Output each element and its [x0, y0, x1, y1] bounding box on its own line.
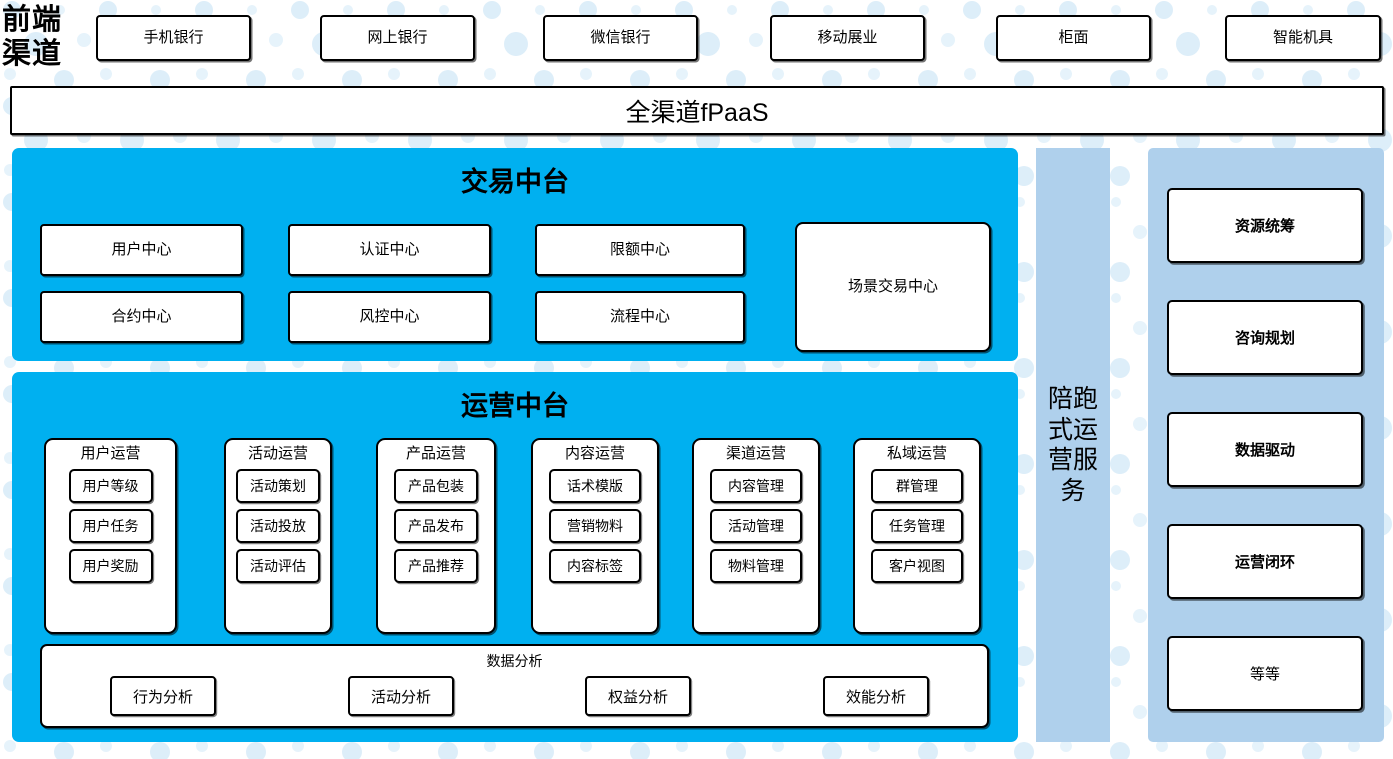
- trade-box-riskcontrol-center[interactable]: 风控中心: [288, 291, 491, 343]
- right-item-operation-closed-loop[interactable]: 运营闭环: [1167, 524, 1363, 599]
- trade-box-contract-center[interactable]: 合约中心: [40, 291, 243, 343]
- trade-box-scene-transaction-center[interactable]: 场景交易中心: [795, 222, 991, 352]
- op-column-title: 产品运营: [405, 445, 466, 462]
- op-item-activity-management[interactable]: 活动管理: [710, 508, 802, 543]
- op-item-product-release[interactable]: 产品发布: [394, 508, 478, 543]
- service-column-label: 陪跑 式运 营服 务: [1045, 384, 1101, 506]
- op-item-group-management[interactable]: 群管理: [871, 468, 963, 503]
- service-label-line2: 式运: [1047, 415, 1098, 444]
- service-label-line1: 陪跑: [1047, 385, 1098, 413]
- op-item-content-management[interactable]: 内容管理: [710, 468, 802, 503]
- da-item-activity-analysis[interactable]: 活动分析: [348, 676, 454, 716]
- trade-box-auth-center[interactable]: 认证中心: [288, 224, 491, 276]
- da-item-behavior-analysis[interactable]: 行为分析: [110, 676, 216, 716]
- data-analysis-title: 数据分析: [486, 653, 543, 669]
- op-column-title: 用户运营: [80, 445, 141, 462]
- op-item-activity-evaluation[interactable]: 活动评估: [236, 548, 320, 583]
- op-column-title: 私域运营: [886, 445, 947, 462]
- op-column-title: 活动运营: [247, 445, 308, 462]
- op-item-product-packaging[interactable]: 产品包装: [394, 468, 478, 503]
- fpaas-label: 全渠道fPaaS: [625, 98, 769, 127]
- front-channel-label-line2: 渠道: [2, 38, 63, 70]
- da-item-rights-analysis[interactable]: 权益分析: [585, 676, 691, 716]
- op-column-user-operation[interactable]: 用户运营 用户等级 用户任务 用户奖励: [44, 438, 177, 634]
- service-label-line4: 务: [1060, 476, 1086, 505]
- trade-box-limit-center[interactable]: 限额中心: [535, 224, 745, 276]
- op-item-activity-planning[interactable]: 活动策划: [236, 468, 320, 503]
- op-column-activity-operation[interactable]: 活动运营 活动策划 活动投放 活动评估: [224, 438, 332, 634]
- operation-platform-title: 运营中台: [461, 391, 569, 421]
- front-channel-label: 前端 渠道: [2, 2, 88, 72]
- front-channel-label-line1: 前端: [2, 3, 63, 36]
- op-item-material-management[interactable]: 物料管理: [710, 548, 802, 583]
- trade-platform-title: 交易中台: [461, 167, 569, 197]
- right-item-data-driven[interactable]: 数据驱动: [1167, 412, 1363, 487]
- op-column-product-operation[interactable]: 产品运营 产品包装 产品发布 产品推荐: [376, 438, 496, 634]
- op-column-channel-operation[interactable]: 渠道运营 内容管理 活动管理 物料管理: [692, 438, 820, 634]
- op-item-marketing-material[interactable]: 营销物料: [549, 508, 641, 543]
- op-column-title: 内容运营: [564, 445, 625, 462]
- op-item-task-management[interactable]: 任务管理: [871, 508, 963, 543]
- op-column-content-operation[interactable]: 内容运营 话术模版 营销物料 内容标签: [531, 438, 659, 634]
- omnichannel-fpaas-bar: 全渠道fPaaS: [10, 86, 1384, 135]
- da-item-efficiency-analysis[interactable]: 效能分析: [823, 676, 929, 716]
- service-label-line3: 营服: [1047, 446, 1098, 474]
- channel-box-smart-machine[interactable]: 智能机具: [1225, 15, 1381, 61]
- op-column-title: 渠道运营: [725, 445, 786, 462]
- channel-box-online-bank[interactable]: 网上银行: [320, 15, 475, 61]
- accompanying-operation-service-column: 陪跑 式运 营服 务: [1036, 148, 1110, 742]
- op-item-user-level[interactable]: 用户等级: [68, 468, 153, 503]
- right-item-resource-coordination[interactable]: 资源统筹: [1167, 188, 1363, 263]
- channel-box-counter[interactable]: 柜面: [996, 15, 1151, 61]
- op-item-script-template[interactable]: 话术模版: [549, 468, 641, 503]
- op-item-product-recommendation[interactable]: 产品推荐: [394, 548, 478, 583]
- op-item-customer-view[interactable]: 客户视图: [871, 548, 963, 583]
- op-item-user-task[interactable]: 用户任务: [68, 508, 153, 543]
- channel-box-mobile-business[interactable]: 移动展业: [770, 15, 925, 61]
- right-item-etc[interactable]: 等等: [1167, 636, 1363, 711]
- channel-box-wechat-bank[interactable]: 微信银行: [543, 15, 698, 61]
- trade-box-process-center[interactable]: 流程中心: [535, 291, 745, 343]
- op-item-activity-delivery[interactable]: 活动投放: [236, 508, 320, 543]
- op-item-content-tag[interactable]: 内容标签: [549, 548, 641, 583]
- data-analysis-container: 数据分析 行为分析 活动分析 权益分析 效能分析: [40, 644, 989, 728]
- op-item-user-reward[interactable]: 用户奖励: [68, 548, 153, 583]
- op-column-private-domain-operation[interactable]: 私域运营 群管理 任务管理 客户视图: [853, 438, 981, 634]
- right-capability-panel: 资源统筹 咨询规划 数据驱动 运营闭环 等等: [1148, 148, 1384, 742]
- right-item-consulting-planning[interactable]: 咨询规划: [1167, 300, 1363, 375]
- trade-box-user-center[interactable]: 用户中心: [40, 224, 243, 276]
- channel-box-mobile-bank[interactable]: 手机银行: [96, 15, 251, 61]
